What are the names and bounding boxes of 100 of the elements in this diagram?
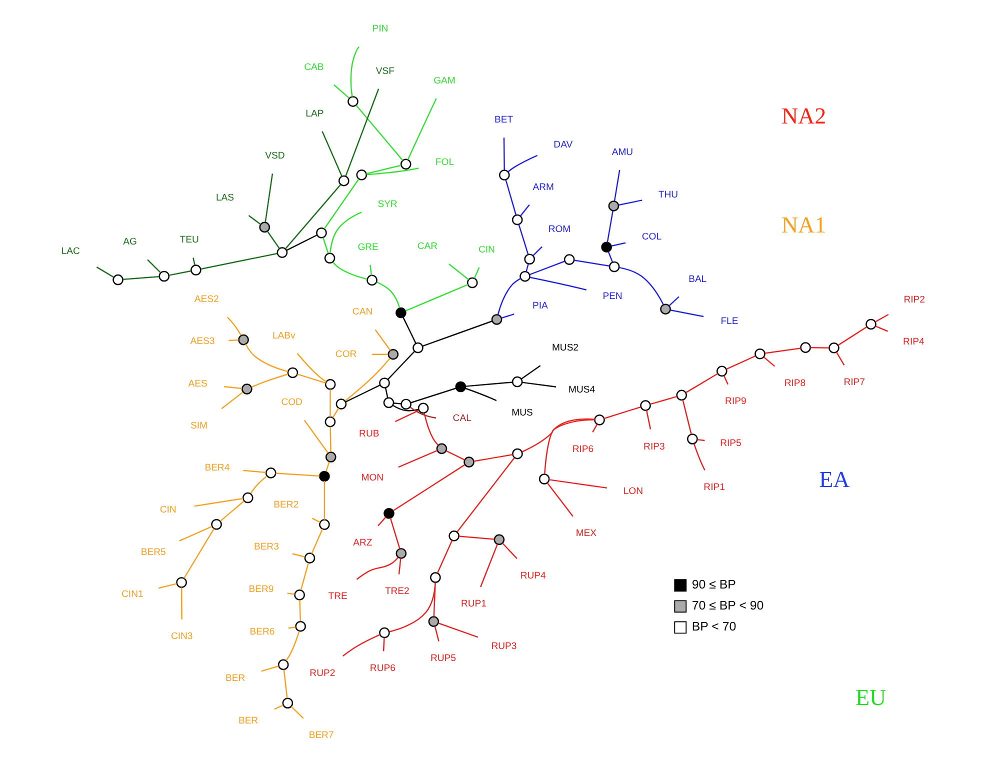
connector <box>303 420 328 454</box>
connector <box>332 408 339 418</box>
node-text: GAM <box>433 75 455 86</box>
connector <box>322 238 328 254</box>
node-circle <box>563 254 574 265</box>
node-text: TRE2 <box>384 586 409 598</box>
connector <box>344 88 379 176</box>
node-text: TRE <box>328 591 347 602</box>
connector <box>502 138 504 170</box>
node-circle <box>686 434 698 444</box>
connector <box>194 498 243 507</box>
node-circle <box>277 659 288 670</box>
connector <box>377 516 386 526</box>
node-text: LAP <box>305 108 324 120</box>
connector <box>874 326 888 332</box>
node-circle <box>190 264 201 276</box>
node-circle <box>524 254 534 265</box>
connector <box>264 174 273 222</box>
node-text: CIN3 <box>170 631 192 642</box>
node-text: RIP6 <box>572 444 594 455</box>
node-circle <box>512 448 522 460</box>
connector <box>502 542 517 560</box>
node-text: BER9 <box>248 584 274 595</box>
node-circle <box>318 470 330 482</box>
node-text: VSF <box>375 66 394 77</box>
connector <box>389 518 400 549</box>
connector <box>404 284 468 312</box>
connector <box>464 388 496 402</box>
node-circle <box>304 552 315 564</box>
node-circle <box>865 318 876 330</box>
connector <box>394 410 418 422</box>
node-text: CAR <box>416 241 438 252</box>
connector <box>668 296 679 306</box>
node-text: RIP4 <box>902 336 924 348</box>
node-circle <box>511 376 522 388</box>
connector <box>323 481 325 520</box>
node-text: RIP5 <box>720 438 741 450</box>
connector <box>220 392 243 410</box>
connector <box>392 464 465 512</box>
connector <box>323 178 359 230</box>
connector <box>520 365 540 380</box>
node-text: BET <box>494 114 513 126</box>
connector <box>321 131 342 177</box>
node-text: MUS4 <box>568 384 595 396</box>
node-text: MUS2 <box>551 342 578 354</box>
node-circle <box>490 314 502 325</box>
node-text: MON <box>360 472 384 484</box>
connector <box>522 382 556 388</box>
node-text: BER2 <box>273 500 298 511</box>
connector <box>366 168 418 176</box>
node-text: FOL <box>434 156 454 168</box>
connector <box>366 164 401 174</box>
connector <box>288 626 296 629</box>
connector <box>329 389 330 417</box>
node-circle <box>436 443 447 454</box>
connector <box>696 439 704 442</box>
node-circle <box>716 366 727 377</box>
node-circle <box>412 342 423 354</box>
connector <box>456 457 514 532</box>
node-text: CIN <box>478 244 494 256</box>
node-text: RIP1 <box>703 482 724 493</box>
connector <box>670 309 704 318</box>
node-text: VSD <box>264 150 284 162</box>
connector <box>434 626 439 642</box>
connector <box>398 450 437 468</box>
node-text: COR <box>334 348 356 360</box>
connector <box>344 358 390 402</box>
connector <box>228 339 238 342</box>
connector <box>835 352 844 366</box>
node-text: AES3 <box>190 336 214 348</box>
node-text: LAC <box>60 246 80 257</box>
connector <box>275 472 320 477</box>
connector <box>286 234 317 251</box>
node-text: RUP3 <box>490 640 516 652</box>
connector <box>292 553 304 558</box>
node-text: LABv <box>272 330 295 342</box>
node-text: RUP2 <box>309 668 335 679</box>
node-text: PEN <box>602 290 622 302</box>
node-circle <box>511 214 522 226</box>
node-circle <box>238 334 248 346</box>
node-text: AMU <box>611 147 633 158</box>
node-circle <box>112 274 123 286</box>
node-circle <box>335 398 346 410</box>
connector <box>464 382 512 387</box>
node-circle <box>676 390 687 401</box>
node-circle <box>158 270 170 282</box>
connector <box>532 246 542 256</box>
connector <box>250 374 288 388</box>
connector <box>296 374 326 384</box>
connector <box>388 582 436 632</box>
connector <box>369 264 372 276</box>
label: NA1 <box>780 212 826 238</box>
node-text: PIN <box>372 24 388 35</box>
connector <box>146 259 161 274</box>
connector <box>473 454 512 462</box>
connector <box>692 443 705 470</box>
connector <box>762 356 775 367</box>
connector <box>200 252 277 270</box>
connector <box>220 500 244 522</box>
node-circle <box>264 468 276 478</box>
